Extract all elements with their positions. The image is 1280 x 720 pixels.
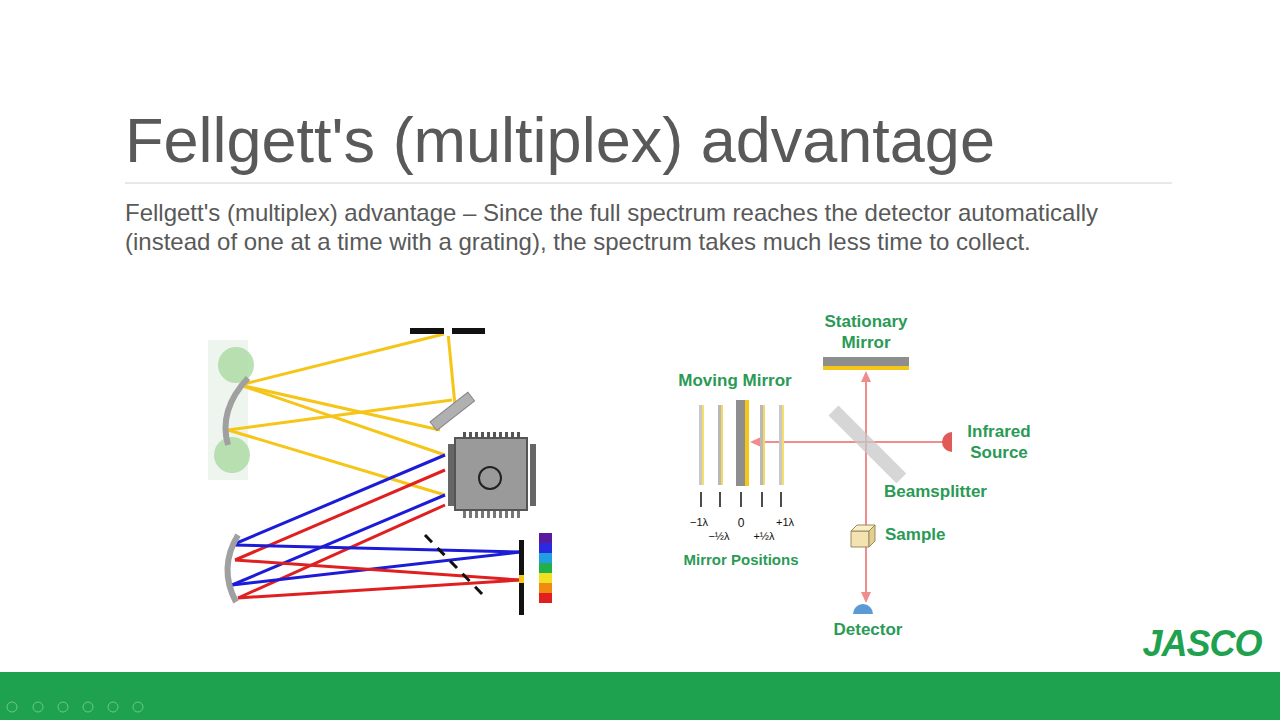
part-label: Stationary Mirror — [811, 311, 921, 353]
part-label: Beamsplitter — [884, 482, 987, 502]
footer-bar — [0, 672, 1280, 720]
slide-title: Fellgett's (multiplex) advantage — [125, 104, 995, 176]
grating-spectrometer — [208, 326, 552, 615]
dashed-path — [425, 535, 485, 597]
infrared-source — [942, 432, 952, 452]
arrow-head — [861, 592, 871, 603]
stationary-mirror — [823, 357, 909, 366]
exit-slit — [519, 540, 524, 615]
detector — [853, 604, 873, 614]
source-bulb — [218, 347, 254, 383]
sample-cube — [851, 525, 875, 547]
position-value: 0 — [738, 516, 745, 530]
moving-mirror-positions — [699, 400, 784, 486]
body-text: Fellgett's (multiplex) advantage – Since… — [125, 198, 1155, 256]
dispersed-rays — [232, 455, 520, 598]
part-label: Sample — [885, 525, 945, 545]
position-value: −½λ — [708, 530, 729, 543]
part-label: Detector — [834, 620, 903, 640]
title-rule — [125, 183, 1172, 184]
yellow-rays — [228, 333, 455, 495]
position-ticks — [701, 492, 781, 507]
spectrum-bar — [539, 533, 552, 603]
position-value: +1λ — [776, 516, 794, 529]
beamsplitter — [829, 406, 907, 484]
source-bulb — [214, 437, 250, 473]
slit-gap — [444, 326, 452, 336]
slit-gap — [519, 575, 524, 583]
footer-controls — [7, 702, 143, 712]
focusing-mirror — [227, 535, 238, 602]
part-label: Moving Mirror — [678, 371, 791, 391]
axis-label: Mirror Positions — [683, 551, 798, 569]
mirror-coating — [823, 366, 909, 370]
arrow-head — [861, 371, 871, 382]
position-value: −1λ — [690, 516, 708, 529]
position-value: +½λ — [753, 530, 774, 543]
part-label: Infrared Source — [952, 421, 1047, 463]
arrow-head — [750, 437, 761, 447]
logo-watermark: JASCO — [1138, 622, 1265, 665]
fold-mirror — [430, 392, 475, 430]
collimating-mirror — [226, 378, 249, 445]
